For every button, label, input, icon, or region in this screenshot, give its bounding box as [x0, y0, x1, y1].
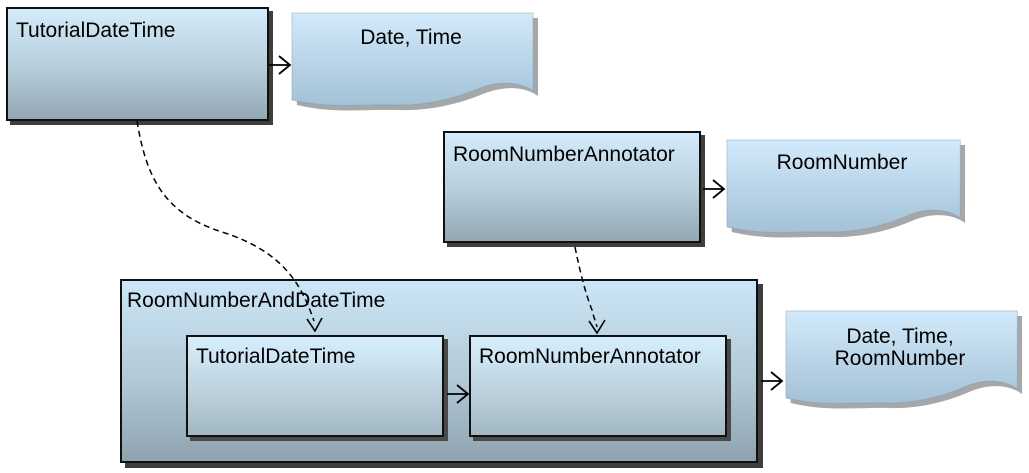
annotator-box-room-number-annotator: RoomNumberAnnotator — [443, 131, 701, 243]
annotator-label-room-number-annotator: RoomNumberAnnotator — [453, 143, 675, 166]
annotator-label-tutorial-date-time: TutorialDateTime — [16, 19, 176, 42]
document-shape-icon — [291, 12, 539, 111]
flow-arrow-icon — [761, 371, 784, 391]
flow-arrow-icon — [269, 55, 292, 75]
output-doc-room-number: RoomNumber — [726, 139, 966, 249]
document-shape-icon — [785, 310, 1023, 409]
delegate-label-tutorial-date-time: TutorialDateTime — [196, 345, 356, 368]
aggregate-box-room-number-and-date-time: RoomNumberAndDateTime TutorialDateTime R… — [120, 279, 758, 463]
flow-arrow-icon — [447, 384, 470, 404]
aggregate-label: RoomNumberAndDateTime — [127, 289, 386, 312]
delegate-box-tutorial-date-time: TutorialDateTime — [186, 335, 444, 437]
output-doc-date-time-room-number: Date, Time, RoomNumber — [785, 310, 1023, 420]
output-label-combined-line2: RoomNumber — [834, 347, 966, 370]
output-label-combined-line1: Date, Time, — [846, 325, 954, 348]
annotator-box-tutorial-date-time: TutorialDateTime — [6, 7, 269, 121]
output-doc-date-time: Date, Time — [291, 12, 539, 122]
delegate-box-room-number-annotator: RoomNumberAnnotator — [469, 335, 727, 437]
document-shape-icon — [726, 139, 966, 238]
delegate-label-room-number-annotator: RoomNumberAnnotator — [479, 345, 701, 368]
output-label-room-number: RoomNumber — [776, 151, 908, 174]
flow-arrow-icon — [703, 179, 726, 199]
output-label-date-time: Date, Time — [360, 26, 462, 49]
